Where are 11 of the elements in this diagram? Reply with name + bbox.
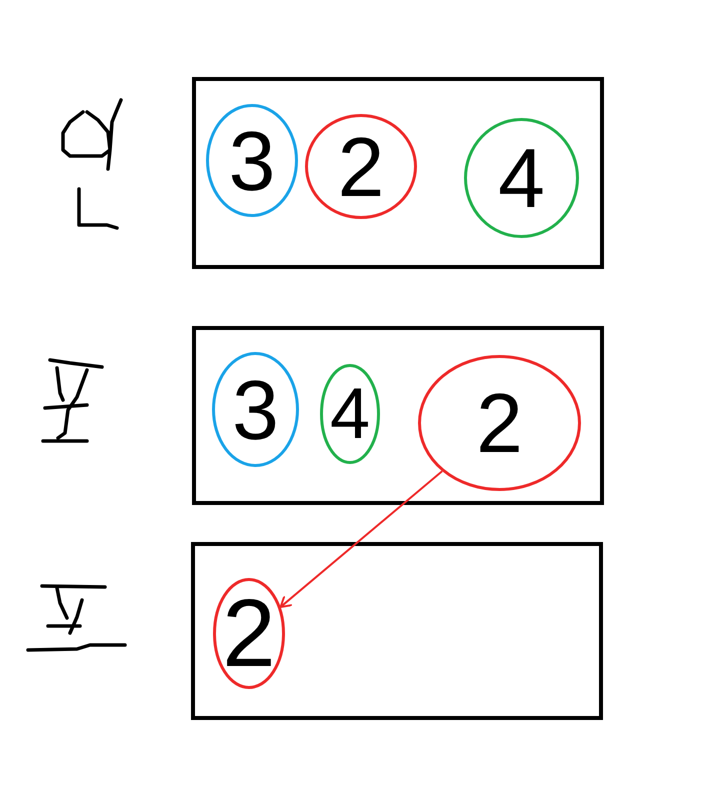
circled-digit: 4 <box>320 364 380 464</box>
container-box <box>192 77 604 269</box>
circled-digit: 3 <box>206 104 298 217</box>
circled-digit: 2 <box>305 114 417 219</box>
arrow <box>280 470 443 608</box>
circled-digit: 3 <box>212 352 299 467</box>
circled-digit: 4 <box>464 118 579 238</box>
circled-digit: 2 <box>418 355 581 491</box>
container-box <box>192 326 604 505</box>
container-box <box>191 542 603 720</box>
circled-digit: 2 <box>213 578 285 689</box>
